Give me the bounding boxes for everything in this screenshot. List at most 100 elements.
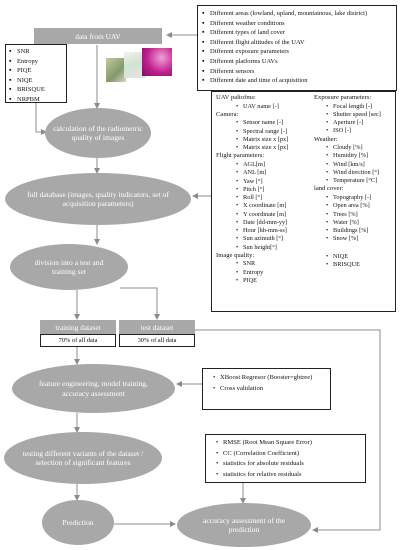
error-metric-item: CC (Correlation Coefficient) (216, 449, 360, 460)
training-dataset-node: training dataset (40, 320, 116, 334)
metrics-to-calc-arrow (35, 103, 47, 135)
testing-variants-label: testing different variants of the datase… (22, 448, 144, 467)
land-cover-item: Water [%] (326, 219, 396, 228)
error-metric-item: RMSE (Root Mean Square Error) (216, 438, 360, 449)
camera-item: Matrix size x [px] (236, 136, 308, 145)
accuracy-prediction-label: accuracy assessment of the prediction (202, 515, 286, 534)
features-list: Different areas (lowland, upland, mounta… (202, 9, 392, 86)
uav-platform-item: UAV name [-] (236, 103, 308, 112)
metric-item: SNR (9, 47, 63, 57)
errors-box: RMSE (Root Mean Square Error)CC (Correla… (205, 434, 366, 483)
feature-item: Different sensors (202, 67, 392, 77)
camera-heading: Camera: (216, 110, 239, 118)
testing-variants-node: testing different variants of the datase… (4, 432, 162, 484)
prediction-label: Prediction (62, 517, 94, 527)
exposure-item: Focal length [-] (326, 103, 396, 112)
exposure-list: Focal length [-]Shutter speed [sec]Apert… (314, 103, 396, 136)
weather-item: Cloudy [%] (326, 144, 396, 153)
uav-image-3 (142, 48, 172, 76)
test-dataset-label: test dataset (140, 322, 174, 332)
full-database-label: full database (images, quality indicator… (27, 189, 169, 208)
uav-image-thumbnails (106, 48, 172, 82)
feature-item: Different platforms UAVs (202, 57, 392, 67)
weather-item: Wind [km/s] (326, 161, 396, 170)
feature-item: Different types of land cover (202, 28, 392, 38)
uav-image-2 (124, 52, 146, 78)
flight-parameter-item: Sun height[°] (236, 244, 308, 253)
exposure-item: Aperture [-] (326, 119, 396, 128)
weather-item: Temperature [°C] (326, 177, 396, 186)
parameters-box: UAV paltofms: UAV name [-] Camera: Senso… (211, 91, 396, 312)
land-cover-heading: land cover: (314, 185, 344, 193)
flight-parameters-list: AGL[m]ANL [m]Yaw [°]Pitch [°]Roll [°]X c… (216, 161, 308, 252)
metric-item: NIQE (9, 76, 63, 86)
land-cover-item: Open area [%] (326, 202, 396, 211)
errors-list: RMSE (Root Mean Square Error)CC (Correla… (216, 438, 360, 480)
test-dataset-node: test dataset (119, 320, 195, 334)
image-quality-item: NIQE (326, 253, 396, 262)
uav-platforms-list: UAV name [-] (216, 103, 308, 112)
flight-parameter-item: Sun azimuth [°] (236, 235, 308, 244)
feature-item: Different areas (lowland, upland, mounta… (202, 9, 392, 19)
xgboost-list: XBoost Regresor (Booster=gbtree)Cross va… (213, 373, 325, 394)
land-cover-item: Topography [-] (326, 194, 396, 203)
test-to-accuracy-arrow (156, 329, 381, 533)
flight-parameter-item: Pitch [°] (236, 186, 308, 195)
calc-quality-node: calculation of the radiometric quality o… (45, 108, 151, 158)
calc-quality-label: calculation of the radiometric quality o… (53, 123, 143, 142)
flight-parameter-item: Roll [°] (236, 194, 308, 203)
xgboost-item: Cross validation (213, 384, 325, 395)
metrics-list: SNREntropyPIQENIQEBRISQUENRPBM (9, 47, 63, 105)
data-from-uav-node: data from UAV (34, 28, 162, 44)
division-to-test-arrow (120, 287, 160, 320)
division-node: division into a test and training set (10, 244, 128, 290)
metric-item: BRISQUE (9, 85, 63, 95)
test-pct-box: 30% of all data (119, 334, 195, 347)
weather-item: Humidity [%] (326, 152, 396, 161)
metric-item: Entropy (9, 57, 63, 67)
metrics-box: SNREntropyPIQENIQEBRISQUENRPBM (5, 44, 67, 105)
feature-engineering-node: feature engineering, model training, acc… (12, 364, 175, 413)
features-box: Different areas (lowland, upland, mounta… (197, 5, 397, 91)
training-dataset-label: training dataset (55, 322, 101, 332)
exposure-item: Shutter speed [sec] (326, 111, 396, 120)
flight-parameter-item: X coordinate [m] (236, 202, 308, 211)
land-cover-item: Trees [%] (326, 211, 396, 220)
image-quality-list-right: NIQEBRISQUE (314, 253, 396, 270)
xgboost-item: XBoost Regresor (Booster=gbtree) (213, 373, 325, 384)
flight-parameter-item: Date [dd-mm-yy] (236, 219, 308, 228)
xgboost-box: XBoost Regresor (Booster=gbtree)Cross va… (202, 368, 331, 410)
feature-item: Different date and time of acquisition (202, 76, 392, 86)
feature-item: Different flight altitudes of the UAV (202, 38, 392, 48)
flight-parameter-item: AGL[m] (236, 161, 308, 170)
uav-platforms-heading: UAV paltofms: (216, 94, 256, 101)
feature-item: Different weather conditions (202, 19, 392, 29)
land-cover-list: Topography [-]Open area [%]Trees [%]Wate… (314, 194, 396, 244)
exposure-item: ISO [-] (326, 127, 396, 136)
uav-image-1 (106, 58, 126, 82)
error-metric-item: statistics for relative residuals (216, 470, 360, 481)
training-pct-label: 70% of all data (58, 337, 98, 344)
metric-item: NRPBM (9, 95, 63, 105)
flight-parameter-item: Yaw [°] (236, 178, 308, 187)
training-pct-box: 70% of all data (40, 334, 116, 347)
land-cover-item: Snow [%] (326, 235, 396, 244)
weather-heading: Weather: (314, 135, 338, 143)
test-pct-label: 30% of all data (137, 337, 177, 344)
image-quality-item: Entropy (236, 269, 308, 278)
flight-parameter-item: Hour [hh-mm-ss] (236, 227, 308, 236)
image-quality-item: SNR (236, 260, 308, 269)
flight-parameter-item: Y coordinate [m] (236, 211, 308, 220)
exposure-heading: Exposure parameters: (314, 94, 372, 101)
parameters-right-column: Exposure parameters: Focal length [-]Shu… (314, 94, 396, 269)
image-quality-item: PIQE (236, 277, 308, 286)
feature-engineering-label: feature engineering, model training, acc… (38, 379, 148, 398)
parameters-left-column: UAV paltofms: UAV name [-] Camera: Senso… (216, 94, 308, 285)
camera-item: Spectral range [-] (236, 128, 308, 137)
camera-list: Sensor name [-]Spectral range [-]Matrix … (216, 119, 308, 152)
weather-list: Cloudy [%]Humidity [%]Wind [km/s]Wind di… (314, 144, 396, 186)
camera-item: Matrix size x [px] (236, 144, 308, 153)
full-database-node: full database (images, quality indicator… (5, 173, 191, 225)
prediction-node: Prediction (42, 500, 114, 545)
